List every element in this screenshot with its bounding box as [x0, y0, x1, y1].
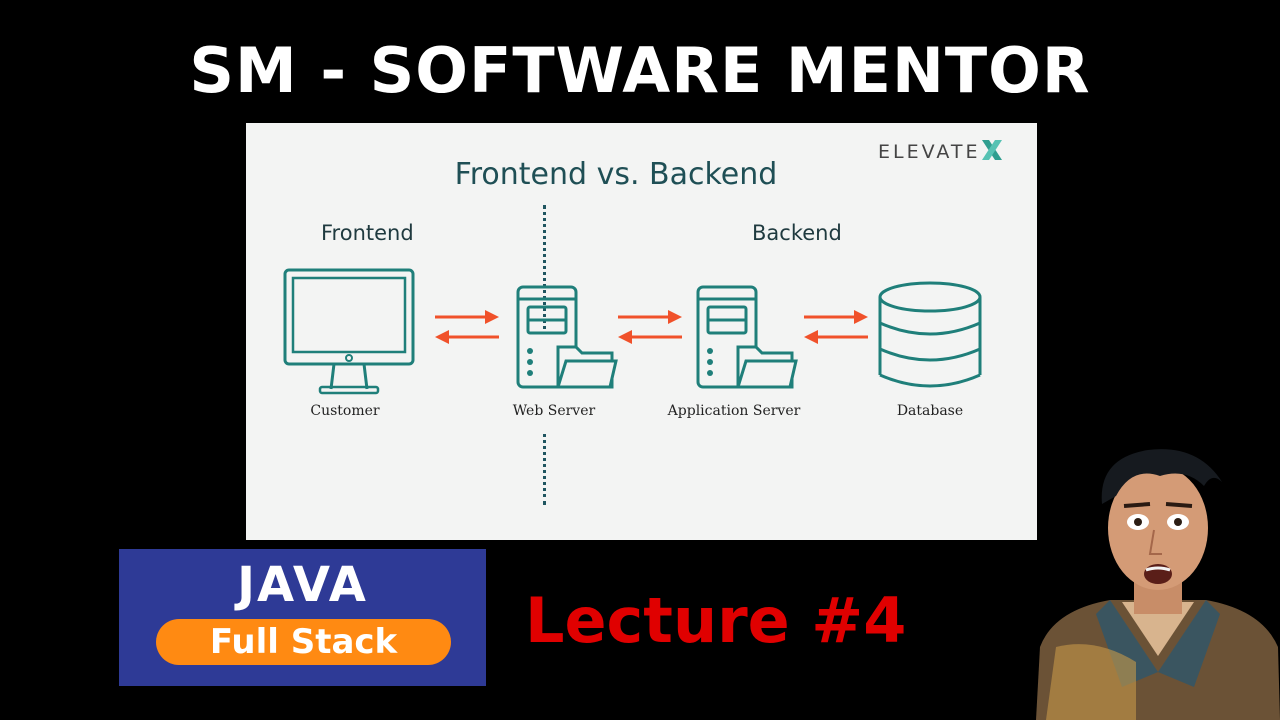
course-name: JAVA — [237, 557, 368, 613]
arrow-pair-icon — [618, 310, 682, 344]
server-folder-icon — [516, 285, 618, 389]
course-track-pill: Full Stack — [156, 619, 451, 665]
node-label-application-server: Application Server — [667, 403, 801, 419]
section-backend: Backend — [752, 221, 842, 245]
brand-name: ELEVATE — [878, 141, 981, 163]
monitor-icon — [283, 268, 415, 395]
node-label-customer: Customer — [310, 403, 380, 419]
arrow-pair-icon — [804, 310, 868, 344]
lecture-number: Lecture #4 — [525, 584, 907, 657]
database-icon — [878, 281, 982, 388]
section-frontend: Frontend — [321, 221, 414, 245]
slide-title: Frontend vs. Backend — [454, 157, 778, 192]
node-label-web-server: Web Server — [512, 403, 596, 419]
diagram-slide: Frontend vs. Backend ELEVATE Frontend Ba… — [246, 123, 1037, 540]
surprised-person-illustration — [1036, 449, 1280, 720]
page-title: SM - SOFTWARE MENTOR — [189, 34, 1091, 107]
x-logo-icon — [982, 140, 1002, 160]
node-label-database: Database — [896, 403, 964, 419]
server-folder-icon — [696, 285, 798, 389]
arrow-pair-icon — [435, 310, 499, 344]
course-badge: JAVA Full Stack — [119, 549, 486, 686]
